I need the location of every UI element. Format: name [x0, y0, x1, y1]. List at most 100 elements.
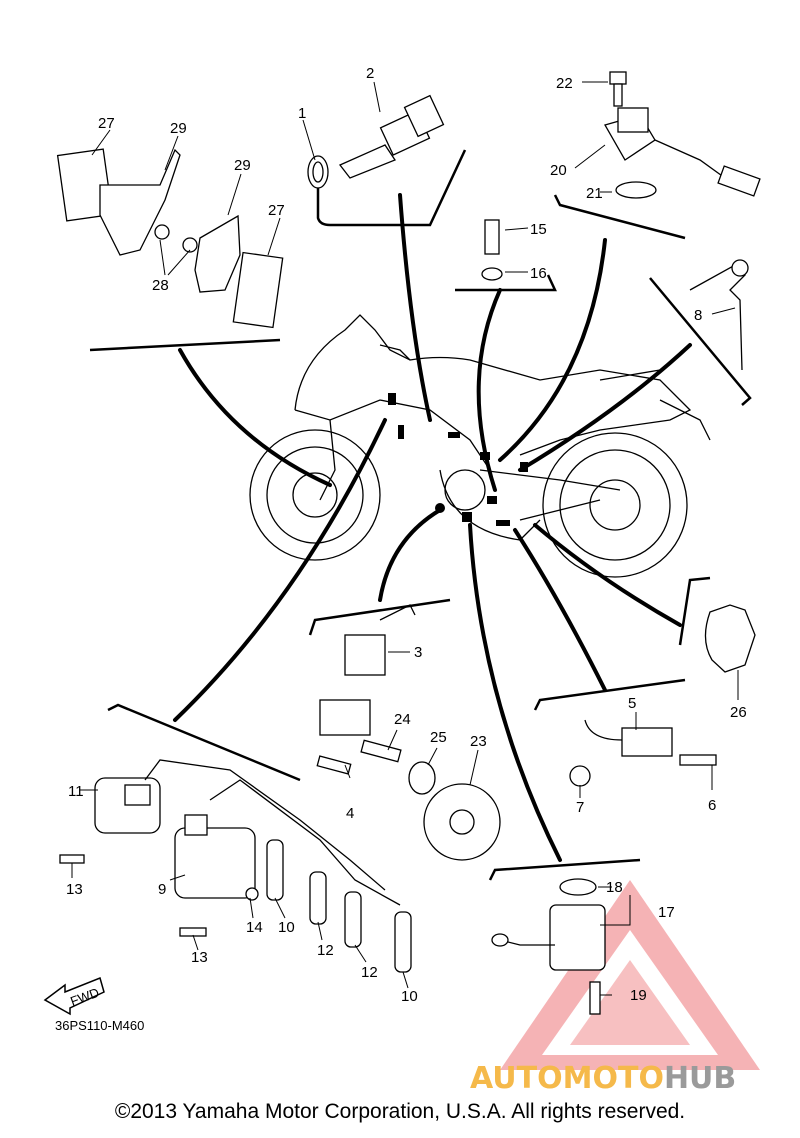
sensor-5 [621, 727, 673, 757]
callout-27-right: 27 [268, 202, 285, 219]
front-wheel [249, 429, 381, 561]
callout-14: 14 [246, 919, 263, 936]
callout-13-left: 13 [66, 881, 83, 898]
leader-5 [513, 528, 607, 692]
frame-clamp-26 [678, 576, 711, 646]
bracket-29-left [99, 148, 181, 256]
location-markers [388, 393, 528, 526]
callout-22: 22 [556, 75, 573, 92]
callout-leaders [71, 81, 739, 996]
frame-sensor-8 [649, 277, 752, 406]
reflector-27-left [56, 148, 114, 222]
frame-stator [308, 598, 451, 636]
leader-15 [476, 288, 502, 492]
callout-10-left: 10 [278, 919, 295, 936]
part-code: 36PS110-M460 [55, 1018, 144, 1033]
frame-sensor-5 [533, 678, 686, 711]
plug-cap-10b [394, 911, 412, 973]
callout-7: 7 [576, 799, 584, 816]
callout-5: 5 [628, 695, 636, 712]
bolt-6 [679, 754, 717, 766]
callout-13-right: 13 [191, 949, 208, 966]
nut-7 [569, 765, 591, 787]
callout-23: 23 [470, 733, 487, 750]
pickup-coil-3 [344, 634, 386, 676]
frame-sensor-2 [316, 149, 467, 227]
watermark-brand: AUTOMOTOHUB [470, 1061, 736, 1096]
watermark-triangle-mid [570, 960, 690, 1045]
watermark-brand-a: AUTOMOTO [470, 1061, 664, 1096]
leader-20 [498, 238, 607, 462]
watermark-brand-b: HUB [664, 1061, 736, 1096]
leader-27 [178, 348, 332, 487]
leader-curves [173, 193, 692, 862]
callout-16: 16 [530, 265, 547, 282]
frame-bolt-15 [455, 274, 557, 292]
sensor-17 [549, 904, 606, 971]
engine-cover [444, 469, 486, 511]
nut-14 [245, 887, 259, 901]
callout-18: 18 [606, 879, 623, 896]
callout-11: 11 [68, 783, 84, 800]
callout-29-left: 29 [170, 120, 187, 137]
swingarm [479, 469, 621, 491]
leader-11 [173, 418, 387, 722]
bolt-15 [484, 219, 500, 255]
rear-wheel [542, 432, 688, 578]
clamp-26 [704, 604, 756, 673]
callout-29-right: 29 [234, 157, 251, 174]
callout-8: 8 [694, 307, 702, 324]
callout-17: 17 [658, 904, 675, 921]
callout-6: 6 [708, 797, 716, 814]
fwd-arrow: FWD [43, 976, 105, 1016]
callout-9: 9 [158, 881, 166, 898]
callout-4: 4 [346, 805, 354, 822]
callout-19: 19 [630, 987, 647, 1004]
frame-sensor-17 [488, 858, 641, 881]
callout-24: 24 [394, 711, 411, 728]
leader-2 [398, 193, 432, 422]
screw-13b [179, 927, 207, 937]
callout-15: 15 [530, 221, 547, 238]
callout-28: 28 [152, 277, 169, 294]
oring-18 [559, 878, 597, 896]
washer-16 [481, 267, 503, 281]
callout-labels: 1 2 22 20 21 15 16 8 27 29 29 27 28 3 24… [66, 65, 747, 1005]
washer-25 [408, 761, 436, 795]
fwd-arrow-icon [43, 976, 105, 1016]
callout-27-left: 27 [98, 115, 115, 132]
parts [56, 71, 761, 1015]
bracket-29-right [194, 214, 241, 293]
bolt-24 [360, 739, 402, 763]
watermark [500, 880, 760, 1070]
callout-3: 3 [414, 644, 422, 661]
bodywork [294, 314, 692, 456]
motorcycle-outline [249, 314, 711, 578]
plug-cap-12b [344, 891, 362, 948]
bolt-19 [589, 981, 601, 1015]
frame-sensor-20 [553, 194, 686, 240]
reflector-27-right [232, 251, 284, 329]
oring-21 [615, 181, 657, 199]
callout-25: 25 [430, 729, 447, 746]
callout-12-left: 12 [317, 942, 334, 959]
group-frames [89, 149, 752, 881]
callout-10-right: 10 [401, 988, 418, 1005]
callout-2: 2 [366, 65, 374, 82]
plug-cap-12a [309, 871, 327, 925]
callout-12-right: 12 [361, 964, 378, 981]
plug-cap-10a [266, 839, 284, 901]
leader-3 [378, 508, 442, 602]
sensor-8 [689, 264, 746, 371]
bolt-22 [609, 71, 627, 85]
ignition-coil-9 [174, 827, 256, 899]
nut-28a [154, 224, 170, 240]
frame-reflectors [89, 338, 281, 352]
screw-4 [316, 755, 352, 775]
watermark-triangle-inner [542, 930, 718, 1055]
copyright-notice: ©2013 Yamaha Motor Corporation, U.S.A. A… [114, 1100, 686, 1123]
leader-17 [468, 523, 562, 862]
callout-21: 21 [586, 185, 603, 202]
callout-26: 26 [730, 704, 747, 721]
